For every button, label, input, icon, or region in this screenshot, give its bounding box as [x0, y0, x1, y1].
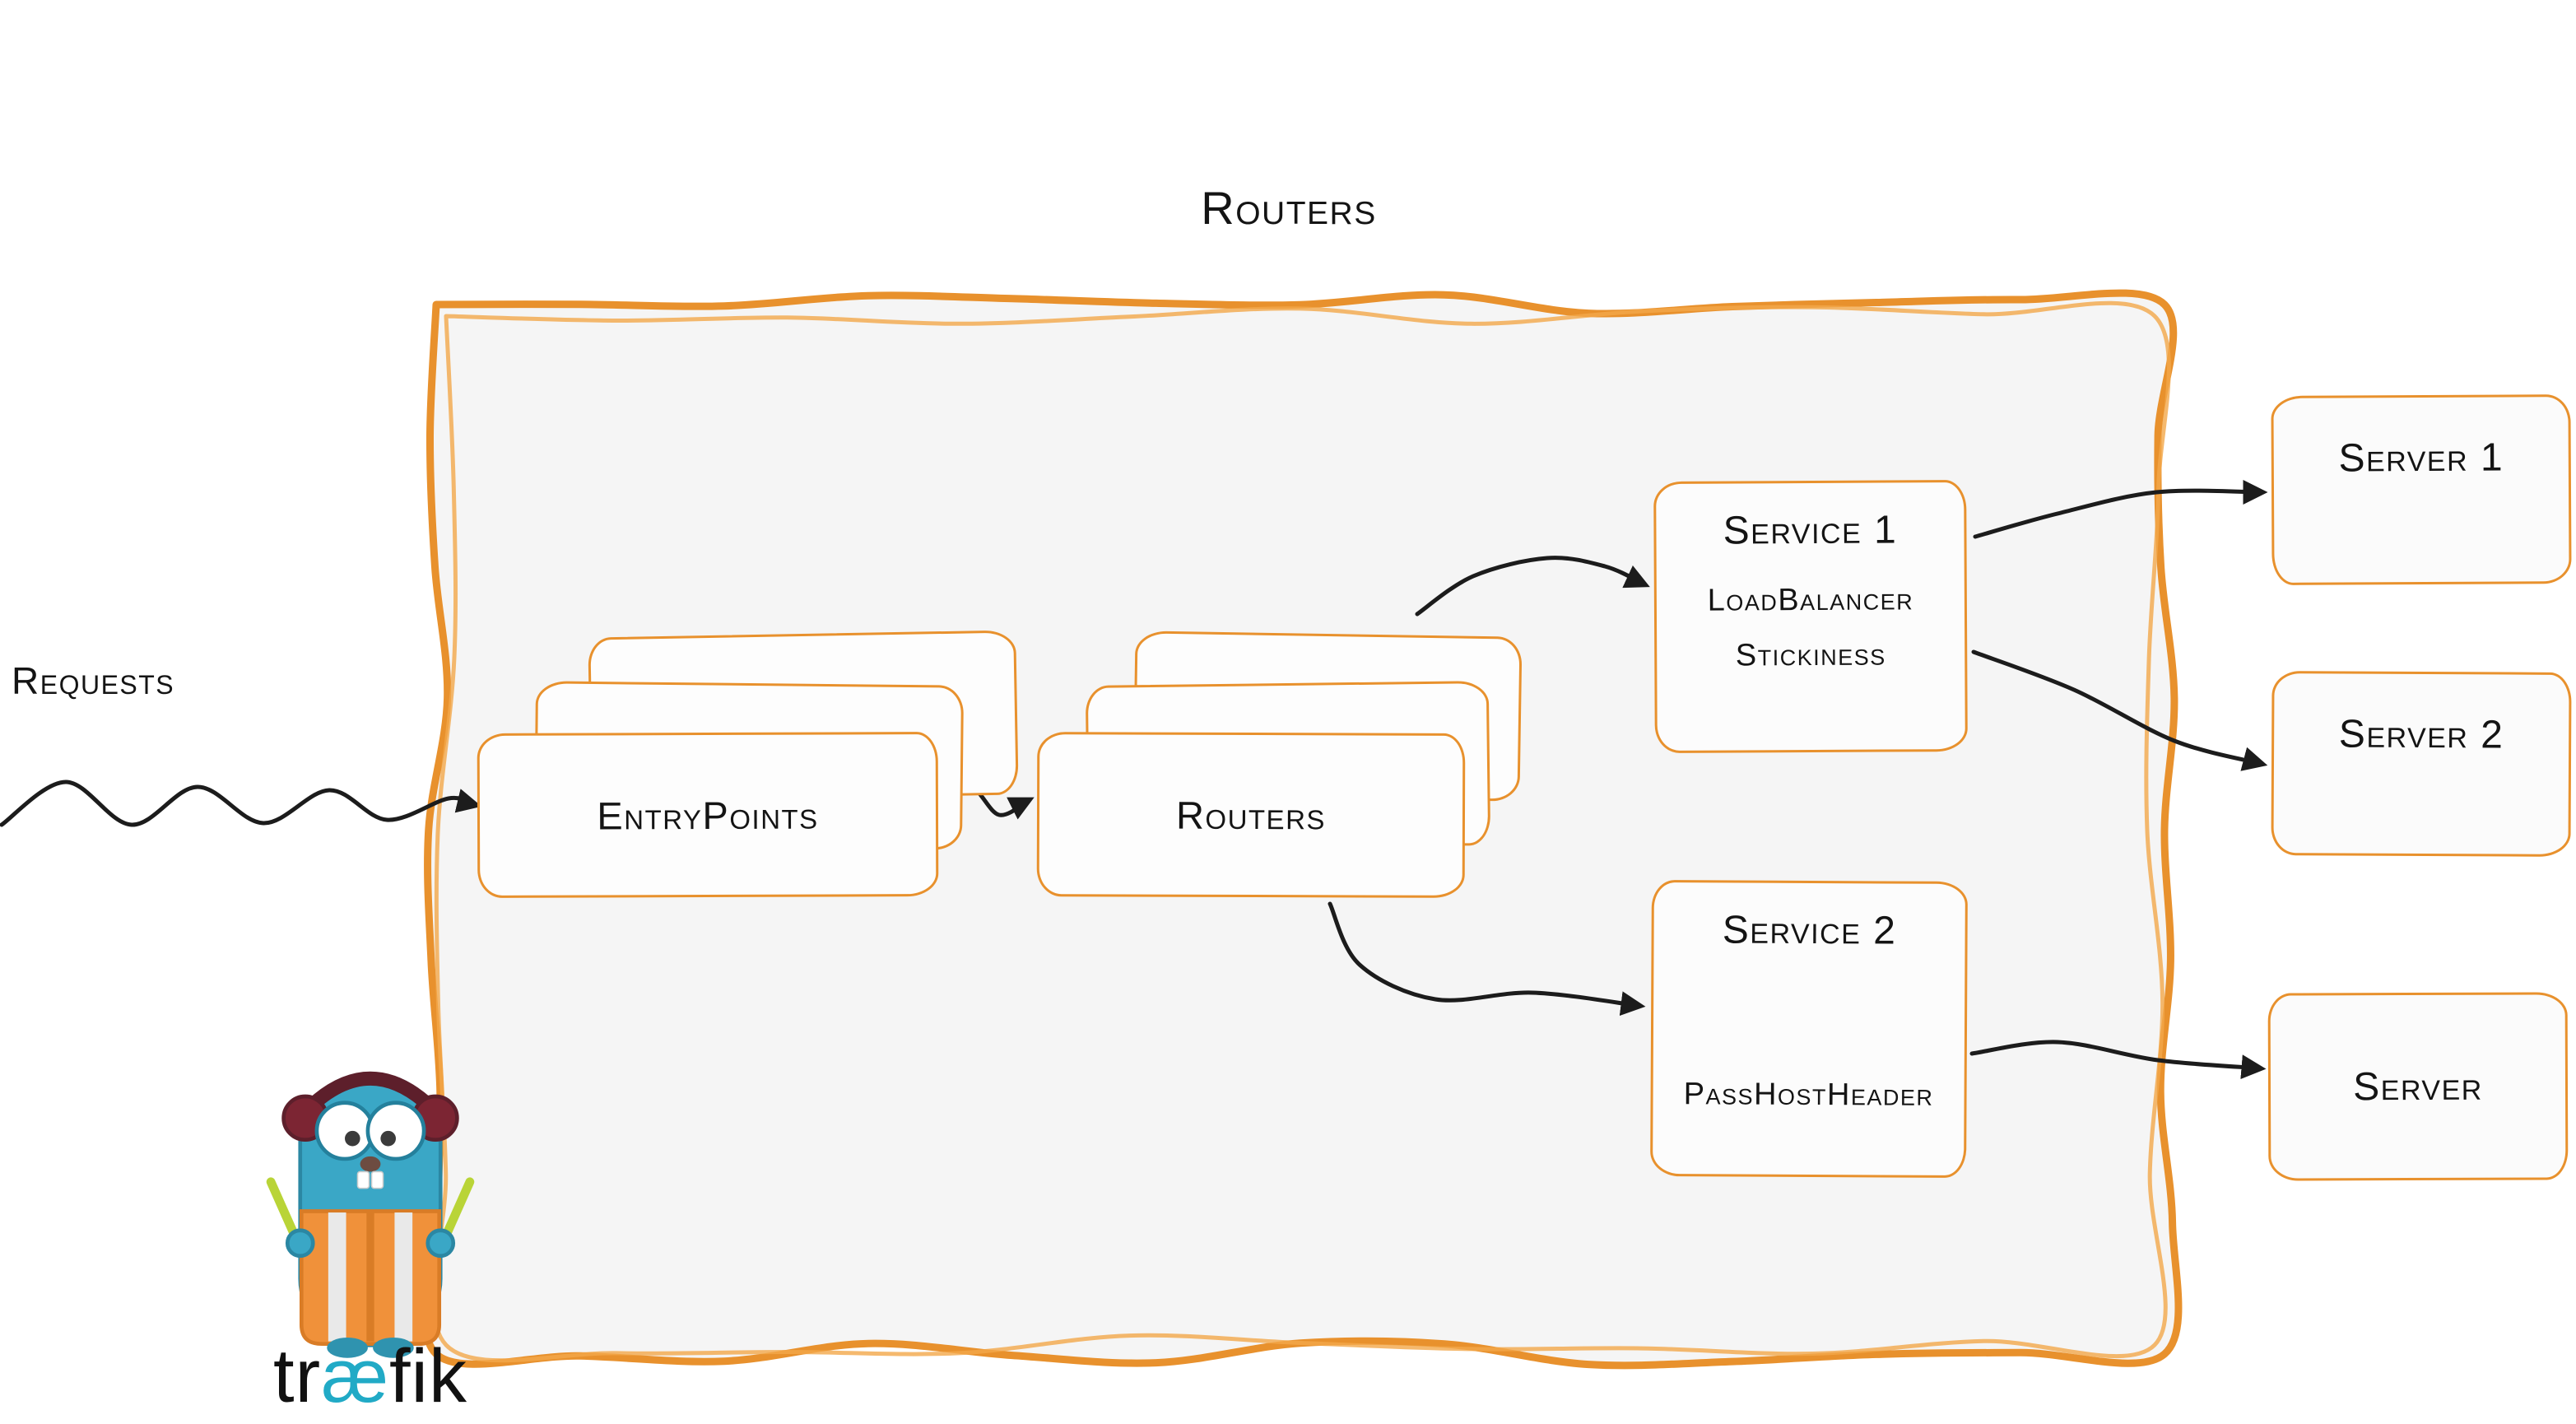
- server3-box: Server: [2267, 992, 2569, 1181]
- server2-box: Server 2: [2271, 671, 2572, 857]
- routers-card: Routers: [1036, 732, 1466, 898]
- service2-box: Service 2 PassHostHeader: [1650, 879, 1968, 1179]
- routers-stack: Routers: [1036, 631, 1564, 905]
- arrow-service2-to-server: [1969, 1040, 2267, 1080]
- service1-title: Service 1: [1723, 508, 1898, 553]
- arrow-requests-to-entrypoints: [0, 779, 482, 827]
- routers-label: Routers: [1175, 793, 1327, 837]
- server3-label: Server: [2353, 1064, 2483, 1109]
- diagram-title: Routers: [1201, 182, 1377, 234]
- gopher-vest: [299, 1209, 442, 1347]
- server1-label: Server 1: [2338, 435, 2504, 481]
- gopher-face: [314, 1101, 426, 1189]
- service1-box: Service 1 LoadBalancer Stickiness: [1653, 480, 1968, 753]
- service2-title: Service 2: [1722, 908, 1897, 953]
- server2-label: Server 2: [2338, 712, 2504, 757]
- wordmark-suffix: fik: [389, 1334, 467, 1418]
- service1-line-loadbalancer: LoadBalancer: [1707, 582, 1914, 618]
- wordmark-prefix: tr: [272, 1334, 322, 1418]
- requests-label: Requests: [12, 659, 175, 702]
- service2-line-passhostheader: PassHostHeader: [1683, 1076, 1934, 1113]
- entrypoints-label: EntryPoints: [597, 793, 819, 837]
- service1-line-stickiness: Stickiness: [1735, 637, 1886, 672]
- server1-box: Server 1: [2271, 394, 2572, 585]
- traefik-gopher-logo: [266, 1071, 475, 1358]
- arrow-routers-to-service1: [1415, 556, 1650, 617]
- arrow-service1-to-server2: [1971, 649, 2268, 771]
- gopher-arms-batons: [266, 1177, 475, 1259]
- wordmark-ae: æ: [321, 1334, 389, 1418]
- arrow-service1-to-server1: [1973, 479, 2268, 539]
- entrypoints-stack: EntryPoints: [477, 630, 1053, 905]
- entrypoints-card: EntryPoints: [477, 732, 939, 898]
- traefik-wordmark: træfik: [230, 1337, 510, 1417]
- gopher-feet: [327, 1337, 414, 1358]
- arrow-routers-to-service2: [1328, 901, 1646, 1017]
